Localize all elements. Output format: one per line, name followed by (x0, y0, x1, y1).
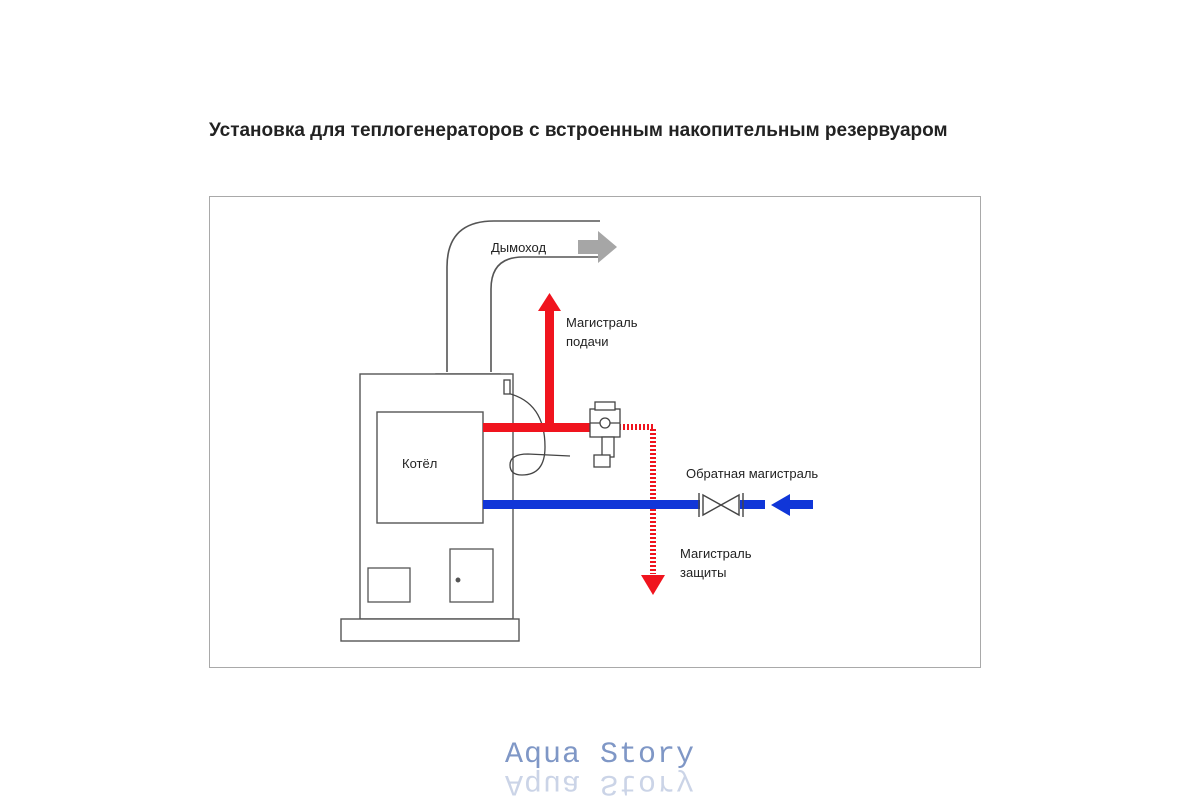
chimney-label: Дымоход (491, 240, 547, 255)
heating-diagram-svg (340, 220, 813, 642)
watermark-reflection: Aqua Story (504, 766, 696, 800)
return-main-label: Обратная магистраль (686, 466, 819, 481)
chimney-arrow-icon (578, 231, 617, 263)
return-arrow-icon (771, 494, 813, 516)
protection-arrow-icon (641, 575, 665, 595)
door-icon (367, 548, 494, 603)
diagram-frame: Дымоход Магистраль подачи Котёл Обратная… (209, 196, 981, 668)
return-line (483, 500, 765, 509)
boiler-label: Котёл (402, 456, 438, 471)
watermark-text: Aqua Story (504, 738, 696, 772)
sensor-cable (503, 379, 571, 476)
supply-line (483, 293, 593, 432)
protection-line (619, 424, 656, 574)
chimney-duct (446, 220, 600, 372)
watermark-logo: Aqua Story Aqua Story (450, 738, 750, 800)
mixing-valve-icon (589, 401, 621, 468)
valve-icon (698, 493, 744, 517)
diagram-title: Установка для теплогенераторов с встроен… (209, 120, 948, 141)
protection-main-label: Магистраль защиты (680, 546, 752, 580)
supply-main-label: Магистраль подачи (566, 315, 638, 349)
